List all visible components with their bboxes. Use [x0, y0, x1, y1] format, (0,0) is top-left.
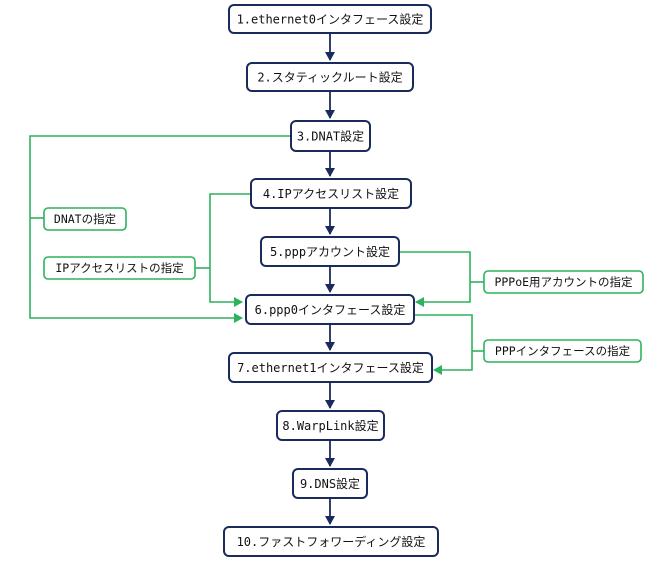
step-3-box: 3.DNAT設定 [290, 120, 371, 152]
step-2-label: 2.スタティックルート設定 [257, 70, 402, 85]
step-4-label: 4.IPアクセスリスト設定 [263, 186, 399, 201]
step-1-label: 1.ethernet0インタフェース設定 [237, 12, 424, 27]
dnat-reference-line [29, 135, 291, 323]
note-pppoe-label: PPPoE用アカウントの指定 [494, 275, 633, 289]
step-2-box: 2.スタティックルート設定 [246, 62, 414, 92]
pppoe-reference-line [399, 251, 471, 307]
step-6-label: 6.ppp0インタフェース設定 [255, 302, 406, 317]
step-7-box: 7.ethernet1インタフェース設定 [228, 352, 433, 383]
step-9-label: 9.DNS設定 [300, 476, 360, 491]
step-10-box: 10.ファストフォワーディング設定 [223, 526, 439, 557]
step-1-box: 1.ethernet0インタフェース設定 [228, 4, 432, 34]
note-ppp-label: PPPインタフェースの指定 [495, 344, 631, 358]
acl-reference-line [209, 193, 251, 307]
step-6-box: 6.ppp0インタフェース設定 [245, 294, 415, 325]
step-10-label: 10.ファストフォワーディング設定 [237, 534, 426, 549]
ppp-reference-line [414, 314, 473, 375]
step-7-label: 7.ethernet1インタフェース設定 [237, 360, 424, 375]
step-3-label: 3.DNAT設定 [297, 129, 364, 144]
note-dnat: DNATの指定 [43, 207, 127, 231]
note-dnat-label: DNATの指定 [54, 212, 117, 226]
step-5-label: 5.pppアカウント設定 [270, 244, 390, 259]
step-5-box: 5.pppアカウント設定 [260, 236, 400, 267]
step-4-box: 4.IPアクセスリスト設定 [250, 178, 412, 209]
reference-lines [29, 135, 484, 375]
step-8-label: 8.WarpLink設定 [282, 418, 378, 433]
step-8-box: 8.WarpLink設定 [276, 410, 385, 441]
note-acl-label: IPアクセスリストの指定 [55, 261, 184, 275]
step-9-box: 9.DNS設定 [292, 468, 368, 499]
note-ppp: PPPインタフェースの指定 [483, 339, 642, 363]
note-acl: IPアクセスリストの指定 [43, 256, 196, 280]
note-pppoe: PPPoE用アカウントの指定 [483, 270, 644, 294]
